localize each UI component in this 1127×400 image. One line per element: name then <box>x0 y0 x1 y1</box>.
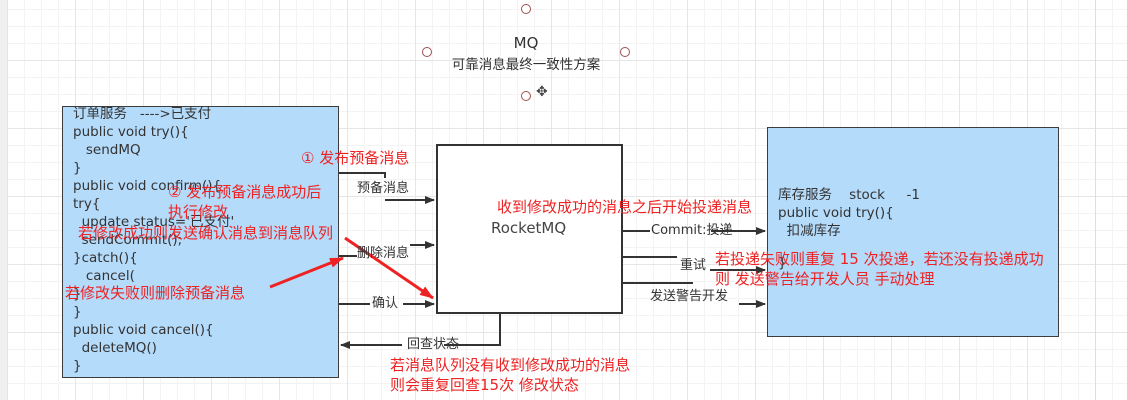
edge-check-back <box>341 314 501 345</box>
order-service-line: deleteMQ() <box>73 340 157 356</box>
edge-label-alert: 发送警告开发 <box>650 289 729 304</box>
order-service-line: sendCommit(); <box>73 232 183 248</box>
annotation-step2-line2: 执行修改 <box>168 203 229 221</box>
order-service-box[interactable] <box>62 106 339 378</box>
stock-service-line: } <box>778 255 787 271</box>
order-service-line: public void cancel(){ <box>73 322 214 338</box>
annotation-step2-line1: ② 发布预备消息成功后 <box>168 183 322 201</box>
annotation-retry-line2: 则 发送警告给开发人员 手动处理 <box>715 270 935 288</box>
selection-handle-top[interactable] <box>521 4 531 14</box>
stock-service-line: 库存服务 stock -1 <box>778 187 920 203</box>
edge-label-confirm: 确认 <box>372 296 399 311</box>
selection-handle-bottom[interactable] <box>521 91 531 101</box>
move-cursor-icon[interactable]: ✥ <box>536 84 548 100</box>
order-service-line: public void try(){ <box>73 124 189 140</box>
red-arrow-failure <box>269 256 344 289</box>
annotation-check-line1: 若消息队列没有收到修改成功的消息 <box>390 356 631 374</box>
order-service-line: } <box>73 304 82 320</box>
canvas-left-edge <box>0 0 8 400</box>
annotation-on-success: 若修改成功则发送确认消息到消息队列 <box>78 224 334 242</box>
diagram-title: MQ <box>513 34 539 52</box>
stock-service-line: 扣减库存 <box>778 223 841 239</box>
order-service-line: try{ <box>73 196 101 212</box>
edge-label-check-back: 回查状态 <box>407 337 460 352</box>
order-service-line: } <box>73 160 82 176</box>
annotation-step1: ① 发布预备消息 <box>301 149 410 167</box>
edge-alert <box>623 282 765 304</box>
annotation-retry-line1: 若投递失败则重复 15 次投递，若还没有投递成功 <box>715 250 1044 268</box>
order-service-line: update status='已支付' <box>73 214 235 230</box>
annotation-deliver: 收到修改成功的消息之后开始投递消息 <box>497 198 753 216</box>
order-service-line: public void confirm(){ <box>73 178 222 194</box>
stock-service-box[interactable] <box>767 127 1059 337</box>
edge-label-commit: Commit:投递 <box>651 223 733 238</box>
rocketmq-label: RocketMQ <box>491 219 567 237</box>
edge-prepare-message <box>339 172 434 200</box>
edge-label-delete: 删除消息 <box>357 246 410 261</box>
order-service-line: } <box>73 286 82 302</box>
order-service-line: 订单服务 ---->已支付 <box>73 106 212 122</box>
rocketmq-box[interactable] <box>436 144 623 314</box>
order-service-line: } <box>73 358 82 374</box>
canvas-page-boundary <box>1095 0 1096 400</box>
annotation-check-line2: 则会重复回查15次 修改状态 <box>390 376 579 394</box>
annotation-on-failure: 若修改失败则删除预备消息 <box>65 284 246 302</box>
edge-label-retry: 重试 <box>680 258 707 273</box>
order-service-line: sendMQ <box>73 142 141 158</box>
stock-service-line: public void try(){ <box>778 205 894 221</box>
edge-retry <box>623 256 765 270</box>
order-service-line: cancel( <box>73 268 135 284</box>
diagram-subtitle: 可靠消息最终一致性方案 <box>451 57 601 73</box>
order-service-line: }catch(){ <box>73 250 138 266</box>
selection-handle-left[interactable] <box>422 47 432 57</box>
red-arrow-success <box>344 236 434 300</box>
edge-label-prepare: 预备消息 <box>357 181 410 196</box>
selection-handle-right[interactable] <box>620 47 630 57</box>
edge-delete-message <box>339 245 434 257</box>
